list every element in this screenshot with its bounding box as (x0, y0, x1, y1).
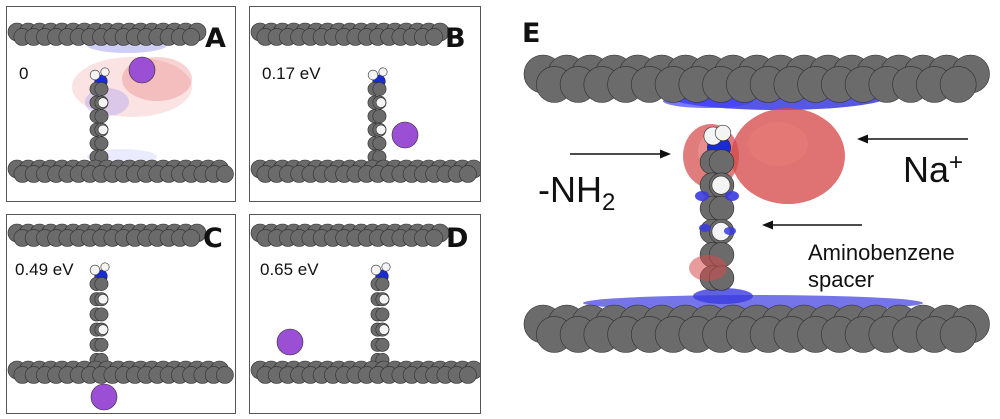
sodium-atom (128, 56, 156, 84)
density-ring-lobes (689, 191, 739, 281)
sodium-atom (391, 121, 419, 149)
carbon-atom (372, 109, 387, 124)
hydrogen-atom (97, 124, 109, 136)
hydrogen-atom (97, 324, 109, 335)
carbon-atom (939, 316, 977, 353)
hydrogen-atom (367, 69, 379, 81)
panel-e: E -NH2 Na+ Aminobenzene spacer (508, 6, 998, 416)
panel-letter: B (445, 23, 466, 54)
sodium-label-text: Na (903, 149, 950, 190)
carbon-atom (372, 136, 387, 151)
hydrogen-atom (381, 262, 391, 272)
carbon-atom (459, 366, 477, 384)
carbon-atom (94, 337, 109, 352)
carbon-atom (425, 229, 443, 247)
carbon-atom (425, 28, 443, 46)
panel-b-structure (250, 22, 480, 183)
hydrogen-atom (375, 97, 387, 108)
hydrogen-atom (97, 293, 109, 305)
carbon-atom (94, 82, 109, 96)
amine-label-subscript: 2 (601, 189, 616, 216)
carbon-atom (375, 337, 390, 352)
relative-energy: 0.49 eV (15, 260, 74, 279)
carbon-atom (94, 109, 109, 124)
panel-d-structure (250, 223, 480, 384)
carbon-atom (375, 277, 390, 291)
spacer-label-line2: spacer (808, 267, 875, 292)
carbon-atom (375, 307, 390, 322)
carbon-atom (216, 366, 234, 384)
panel-letter: D (446, 223, 469, 254)
panel-letter: C (203, 223, 223, 254)
hydrogen-atom (100, 67, 110, 77)
hydrogen-atom (375, 124, 387, 136)
hydrogen-atom (378, 293, 390, 305)
panel-letter: E (522, 18, 541, 49)
hydrogen-atom (714, 124, 732, 142)
carbon-atom (459, 165, 477, 183)
relative-energy: 0.17 eV (262, 64, 321, 83)
sodium-atom (276, 328, 304, 356)
carbon-atom (94, 277, 109, 291)
hydrogen-atom (378, 324, 390, 335)
carbon-atom (216, 165, 234, 183)
carbon-atom (94, 307, 109, 322)
panel-a-structure (7, 22, 234, 183)
carbon-atom (94, 136, 109, 151)
carbon-atom (182, 28, 200, 46)
sodium-atom (90, 383, 118, 411)
carbon-atom (182, 229, 200, 247)
panel-d: D 0.65 eV (249, 214, 481, 414)
hydrogen-atom (89, 264, 101, 276)
relative-energy: 0.65 eV (260, 260, 319, 279)
arrows (570, 134, 968, 230)
hydrogen-atom (370, 264, 382, 276)
panel-a: A 0 (6, 6, 236, 202)
hydrogen-atom (711, 175, 731, 195)
panel-letter: A (205, 23, 226, 54)
carbon-atom (939, 66, 977, 103)
carbon-atom (708, 149, 735, 175)
panel-e-structure (523, 54, 990, 353)
relative-energy: 0 (19, 64, 29, 83)
hydrogen-atom (378, 67, 388, 77)
hydrogen-atom (89, 69, 101, 81)
spacer-label-line1: Aminobenzene (808, 240, 955, 265)
amine-group-label: -NH2 (538, 169, 615, 215)
panel-b: B 0.17 eV (249, 6, 481, 202)
hydrogen-atom (100, 262, 110, 272)
hydrogen-atom (97, 97, 109, 108)
sodium-ion-label: Na+ (903, 149, 964, 190)
panel-c: C 0.49 eV (6, 214, 236, 414)
carbon-atom (372, 82, 387, 96)
panel-c-structure (7, 223, 234, 411)
sodium-label-superscript: + (949, 149, 964, 176)
amine-label-text: -NH (538, 169, 602, 210)
